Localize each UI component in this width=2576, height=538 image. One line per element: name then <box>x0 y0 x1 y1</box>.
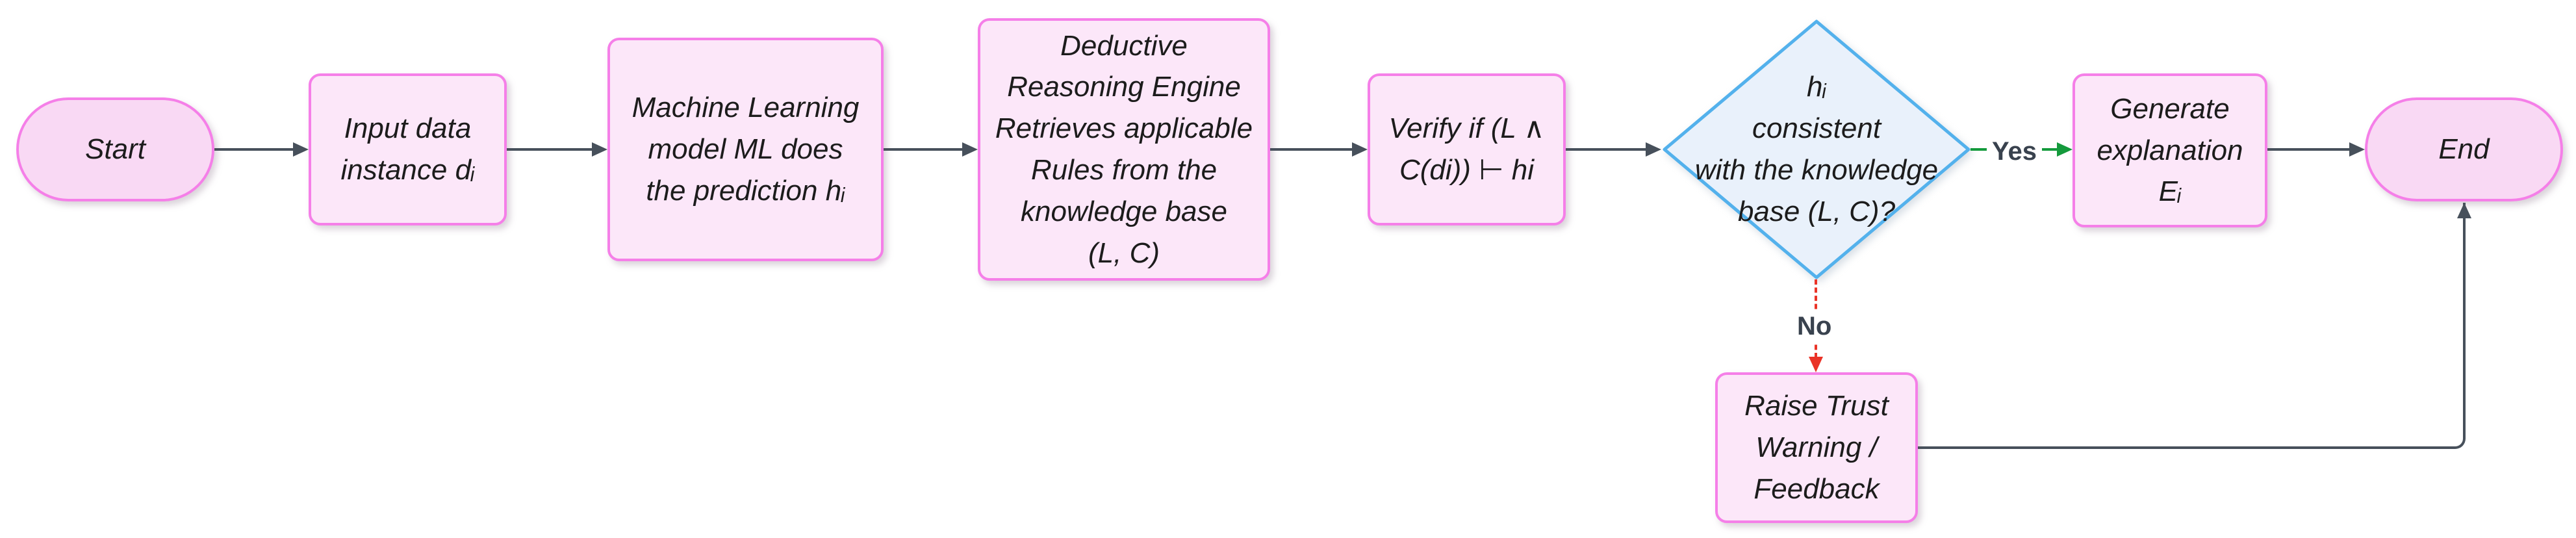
decision-diamond-shape <box>1663 19 1970 279</box>
node-verify: Verify if (L ∧ C(di)) ⊢ hi <box>1368 73 1566 225</box>
node-ml-model-label: Machine Learning model ML does the predi… <box>631 92 860 207</box>
no-label: No <box>1792 311 1837 342</box>
yes-label: Yes <box>1987 136 2042 167</box>
arrowhead <box>2057 142 2072 157</box>
node-start-label: Start <box>85 133 146 166</box>
node-consistency-check-label: hᵢ consistent with the knowledge base (L… <box>1694 71 1939 227</box>
node-verify-label: Verify if (L ∧ C(di)) ⊢ hi <box>1388 112 1545 186</box>
arrow-generate-to-end <box>2267 148 2351 151</box>
node-start: Start <box>16 97 214 201</box>
node-input-data-label: Input data instance dᵢ <box>340 112 475 186</box>
arrowhead <box>1809 357 1823 372</box>
arrowhead <box>962 142 978 157</box>
arrow-verify-to-decision <box>1566 148 1647 151</box>
arrowhead <box>592 142 607 157</box>
node-ml-model: Machine Learning model ML does the predi… <box>607 38 884 261</box>
arrow-start-to-input <box>214 148 294 151</box>
node-consistency-check: hᵢ consistent with the knowledge base (L… <box>1663 19 1970 279</box>
arrowhead <box>1352 142 1368 157</box>
node-input-data: Input data instance dᵢ <box>309 73 507 225</box>
arrow-deductive-to-verify <box>1270 148 1353 151</box>
arrowhead <box>2349 142 2365 157</box>
elbow-warning-to-end <box>1918 203 2466 449</box>
arrowhead <box>2457 203 2471 218</box>
node-generate-explanation: Generate explanation Eᵢ <box>2072 73 2267 227</box>
node-raise-warning: Raise Trust Warning / Feedback <box>1715 372 1918 523</box>
arrow-input-to-ml <box>507 148 593 151</box>
node-generate-explanation-label: Generate explanation Eᵢ <box>2097 92 2243 208</box>
node-end: End <box>2365 97 2563 201</box>
arrowhead <box>1646 142 1661 157</box>
node-raise-warning-label: Raise Trust Warning / Feedback <box>1744 390 1889 505</box>
node-deductive-engine: Deductive Reasoning Engine Retrieves app… <box>978 18 1270 281</box>
node-deductive-engine-label: Deductive Reasoning Engine Retrieves app… <box>995 29 1253 269</box>
node-end-label: End <box>2438 133 2490 166</box>
arrow-ml-to-deductive <box>884 148 963 151</box>
arrowhead <box>293 142 309 157</box>
